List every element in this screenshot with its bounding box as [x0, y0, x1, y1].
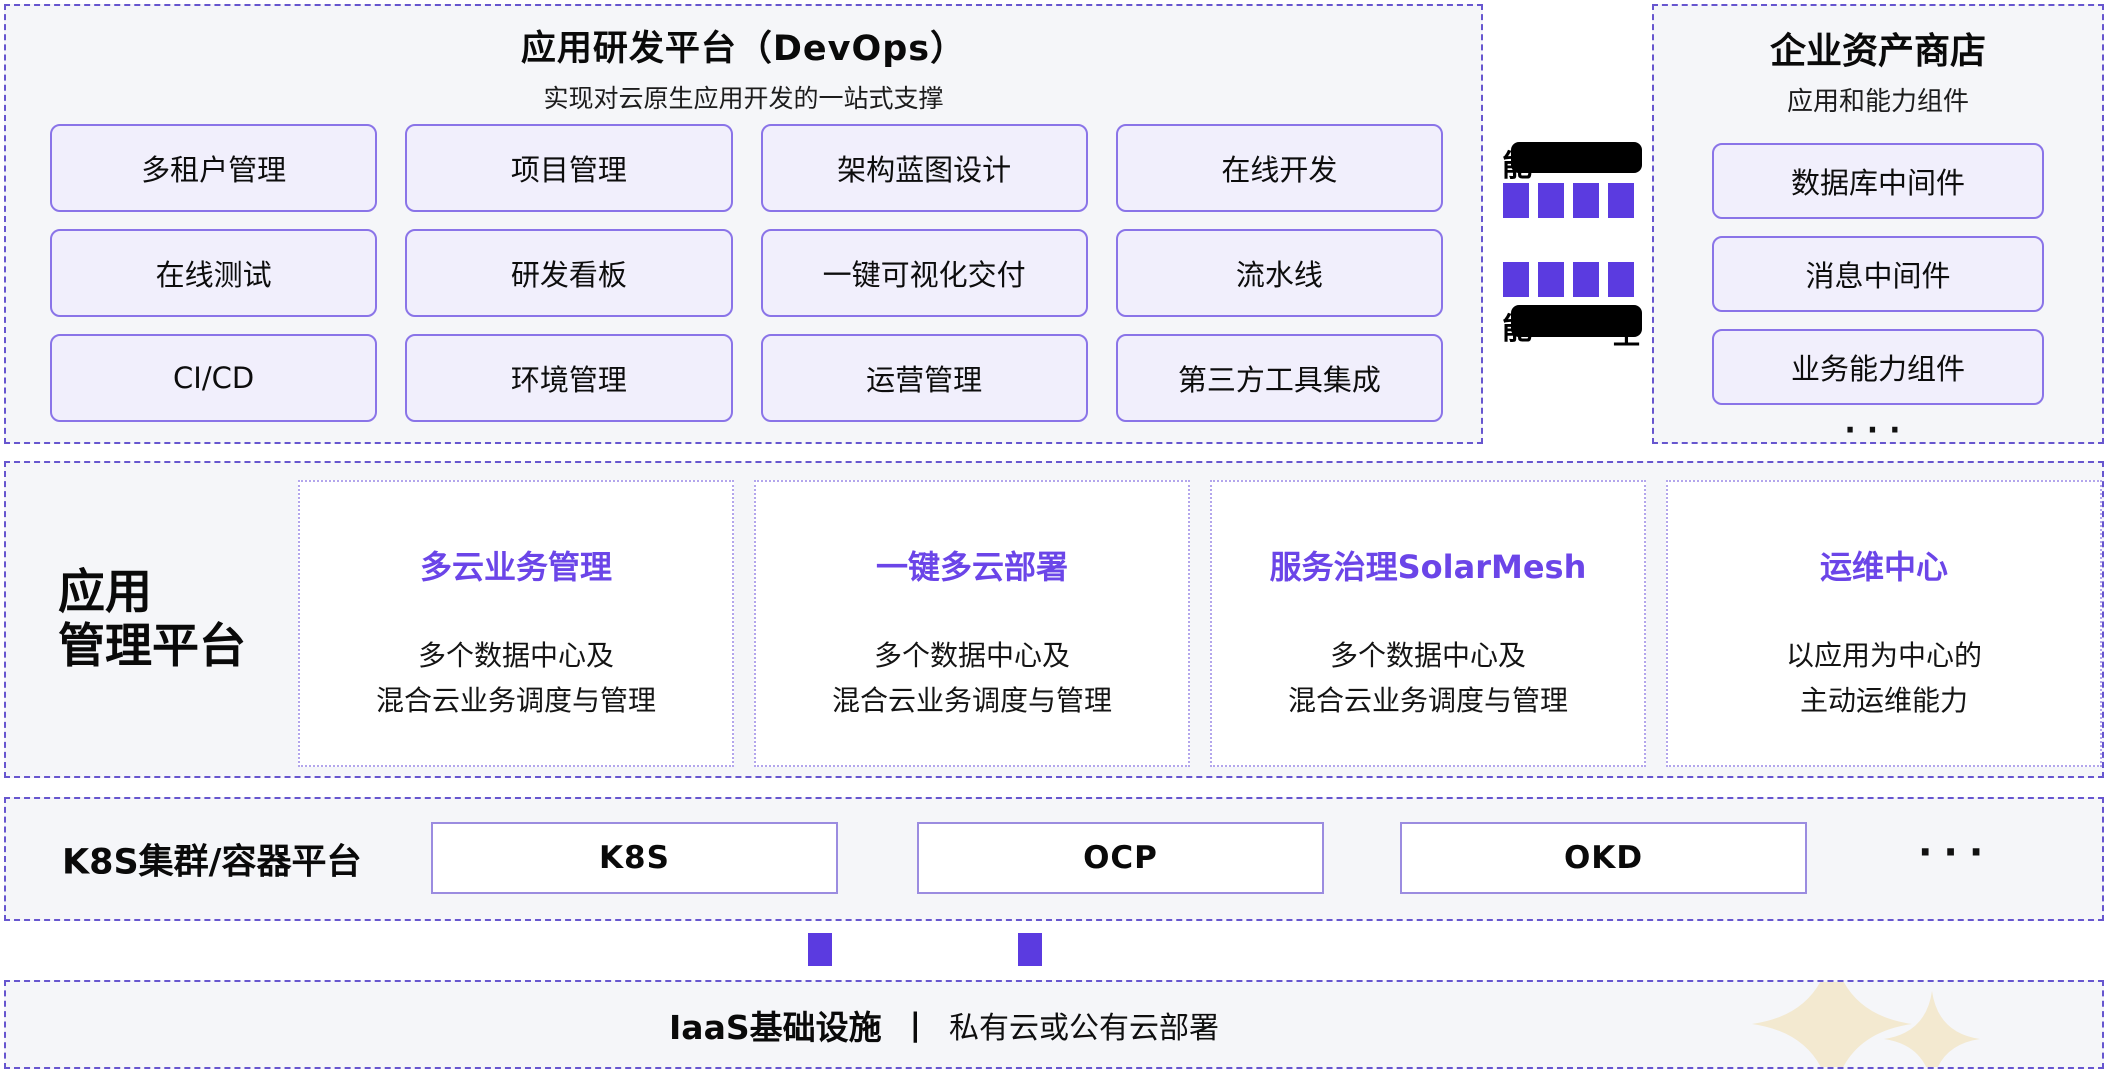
capability-chip-online-dev: 在线开发 — [1115, 124, 1443, 212]
flow-squares-row-bottom — [1503, 262, 1634, 297]
capability-chip-online-test: 在线测试 — [50, 229, 378, 317]
card-description: 多个数据中心及 混合云业务调度与管理 — [300, 634, 732, 724]
okd-box: OKD — [1400, 822, 1807, 894]
card-desc-line2: 混合云业务调度与管理 — [1287, 683, 1568, 717]
capability-chip-multitenant: 多租户管理 — [50, 124, 378, 212]
asset-store-panel: 企业资产商店 应用和能力组件 数据库中间件 消息中间件 业务能力组件 ··· — [1652, 4, 2104, 448]
devops-panel-subtitle: 实现对云原生应用开发的一站式支撑 — [543, 84, 944, 113]
devops-capability-grid: 多租户管理 项目管理 架构蓝图设计 在线开发 在线测试 研发看板 一键可视化交付… — [50, 124, 1443, 422]
card-description: 以应用为中心的 主动运维能力 — [1668, 634, 2100, 724]
capability-chip-rd-kanban: 研发看板 — [405, 229, 733, 317]
asset-store-subtitle: 应用和能力组件 — [1786, 87, 1969, 117]
capability-chip-visual-delivery: 一键可视化交付 — [760, 229, 1088, 317]
devops-panel-title: 应用研发平台（DevOps） — [520, 29, 967, 69]
flow-squares-row-top — [1503, 183, 1634, 218]
asset-chip-message-middleware: 消息中间件 — [1712, 236, 2044, 312]
card-desc-line2: 混合云业务调度与管理 — [831, 683, 1112, 717]
flow-square — [808, 933, 832, 966]
app-management-cards: 多云业务管理 多个数据中心及 混合云业务调度与管理 一键多云部署 多个数据中心及… — [6, 463, 2102, 776]
asset-store-title: 企业资产商店 — [1769, 31, 1986, 72]
flow-square — [1018, 933, 1042, 966]
asset-chip-business-capability: 业务能力组件 — [1712, 329, 2044, 405]
flow-square — [1608, 183, 1634, 218]
flow-square — [1573, 262, 1599, 297]
capability-chip-ops-mgmt: 运营管理 — [760, 334, 1088, 422]
card-description: 多个数据中心及 混合云业务调度与管理 — [1212, 634, 1644, 724]
card-title: 服务治理SolarMesh — [1269, 548, 1587, 586]
flow-square — [1538, 183, 1564, 218]
flow-square — [1608, 262, 1634, 297]
flow-square — [1573, 183, 1599, 218]
card-desc-line2: 主动运维能力 — [1799, 683, 1968, 717]
devops-platform-panel: 应用研发平台（DevOps） 实现对云原生应用开发的一站式支撑 多租户管理 项目… — [4, 4, 1483, 444]
card-service-governance-solarmesh: 服务治理SolarMesh 多个数据中心及 混合云业务调度与管理 — [1210, 480, 1646, 767]
app-management-label: 应用 管理平台 — [58, 565, 246, 675]
card-desc-line1: 以应用为中心的 — [1785, 639, 1982, 672]
app-management-label-line1: 应用 — [58, 565, 152, 620]
redaction-bar — [1511, 142, 1642, 173]
card-multicloud-business-mgmt: 多云业务管理 多个数据中心及 混合云业务调度与管理 — [298, 480, 734, 767]
iaas-text-line: IaaS基础设施 | 私有云或公有云部署 — [6, 982, 2102, 1067]
app-management-panel: 应用 管理平台 多云业务管理 多个数据中心及 混合云业务调度与管理 一键多云部署… — [4, 461, 2104, 778]
app-management-label-line2: 管理平台 — [58, 619, 246, 675]
card-title: 一键多云部署 — [875, 548, 1068, 586]
asset-store-items: 数据库中间件 消息中间件 业务能力组件 — [1712, 143, 2044, 405]
asset-chip-database-middleware: 数据库中间件 — [1712, 143, 2044, 219]
card-ops-center: 运维中心 以应用为中心的 主动运维能力 — [1666, 480, 2102, 767]
card-title: 多云业务管理 — [419, 548, 612, 586]
k8s-box: K8S — [431, 822, 838, 894]
k8s-platform-label: K8S集群/容器平台 — [62, 842, 362, 883]
flow-square — [1538, 262, 1564, 297]
redacted-label-top: 能 — [1502, 142, 1642, 184]
capability-chip-pipeline: 流水线 — [1115, 229, 1443, 317]
asset-store-more-ellipsis: ··· — [1844, 413, 1912, 448]
capability-chip-3rdparty-tools: 第三方工具集成 — [1115, 334, 1443, 422]
redacted-label-bottom: 能 工 — [1502, 305, 1642, 352]
capability-chip-blueprint-design: 架构蓝图设计 — [760, 124, 1088, 212]
iaas-separator: | — [909, 1006, 921, 1043]
capability-chip-cicd: CI/CD — [50, 334, 378, 422]
card-description: 多个数据中心及 混合云业务调度与管理 — [756, 634, 1188, 724]
iaas-subtitle: 私有云或公有云部署 — [948, 1010, 1219, 1046]
card-desc-line2: 混合云业务调度与管理 — [375, 683, 656, 717]
k8s-platform-panel: K8S集群/容器平台 K8S OCP OKD ··· — [4, 797, 2104, 921]
flow-square — [1503, 262, 1529, 297]
sparkle-decoration — [1752, 982, 1980, 1067]
flow-square — [1503, 183, 1529, 218]
card-desc-line1: 多个数据中心及 — [417, 639, 614, 672]
card-title: 运维中心 — [1819, 548, 1948, 586]
capability-chip-env-mgmt: 环境管理 — [405, 334, 733, 422]
k8s-more-ellipsis: ··· — [1918, 829, 1995, 874]
card-desc-line1: 多个数据中心及 — [1329, 639, 1526, 672]
card-one-click-multicloud-deploy: 一键多云部署 多个数据中心及 混合云业务调度与管理 — [754, 480, 1190, 767]
ocp-box: OCP — [917, 822, 1324, 894]
capability-flow-connector: 能 能 工 — [1502, 142, 1644, 352]
capability-chip-project-mgmt: 项目管理 — [405, 124, 733, 212]
iaas-infrastructure-bar: IaaS基础设施 | 私有云或公有云部署 — [4, 980, 2104, 1069]
redaction-bar — [1511, 305, 1642, 337]
iaas-title: IaaS基础设施 — [669, 1007, 882, 1047]
card-desc-line1: 多个数据中心及 — [873, 639, 1070, 672]
